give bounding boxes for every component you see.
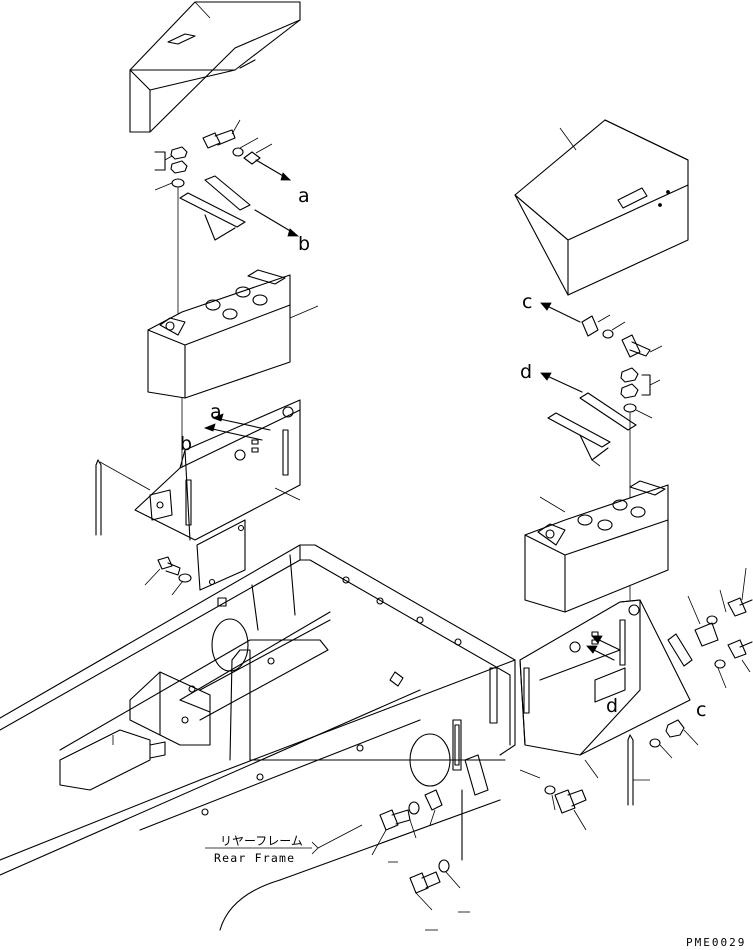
right-j-bolt xyxy=(627,734,650,806)
left-battery-cover xyxy=(129,1,301,133)
small-marks xyxy=(388,861,470,931)
right-battery-tray xyxy=(519,599,691,779)
frame-bolt-upper xyxy=(371,801,436,856)
left-top-bolt xyxy=(202,119,241,149)
label-b-mid: b xyxy=(180,433,192,455)
label-d-low: d xyxy=(606,695,618,717)
label-c-low: c xyxy=(696,699,706,721)
frame-bolt-lower xyxy=(409,859,461,911)
rear-frame-label-jp: リヤーフレーム xyxy=(220,834,303,848)
frame-bracket xyxy=(424,754,489,861)
left-top-nuts xyxy=(154,146,188,191)
left-a-arrows xyxy=(203,413,271,441)
label-c-top: c xyxy=(522,291,532,313)
left-battery xyxy=(147,269,319,399)
tray-bolt xyxy=(519,769,587,831)
left-j-bolt xyxy=(95,459,102,536)
rear-frame-label-en: Rear Frame xyxy=(214,851,295,865)
label-d-top: d xyxy=(520,361,532,383)
left-hold-brackets xyxy=(179,175,300,241)
label-a-mid: a xyxy=(210,401,222,423)
left-mount-bolt xyxy=(144,556,192,596)
left-mount-plate xyxy=(196,519,246,591)
drawing-code: PME0029 xyxy=(686,936,746,949)
rear-frame-leader xyxy=(205,824,363,855)
right-tray-nut-washer xyxy=(649,719,699,759)
right-c-arrow xyxy=(540,302,581,323)
left-top-plate xyxy=(243,143,291,181)
right-d-arrow xyxy=(540,372,583,393)
right-top-nuts xyxy=(620,367,661,419)
label-a-top: a xyxy=(298,185,310,207)
right-top-fasteners xyxy=(581,314,663,358)
right-battery-cover xyxy=(514,119,689,296)
right-tray-arrows xyxy=(586,635,621,661)
right-battery xyxy=(524,480,669,613)
label-b-top: b xyxy=(298,233,310,255)
right-side-fasteners xyxy=(667,567,753,689)
left-battery-tray xyxy=(99,399,301,541)
left-top-washer xyxy=(232,137,259,157)
rear-frame xyxy=(0,544,516,931)
right-hold-brackets xyxy=(547,392,637,467)
